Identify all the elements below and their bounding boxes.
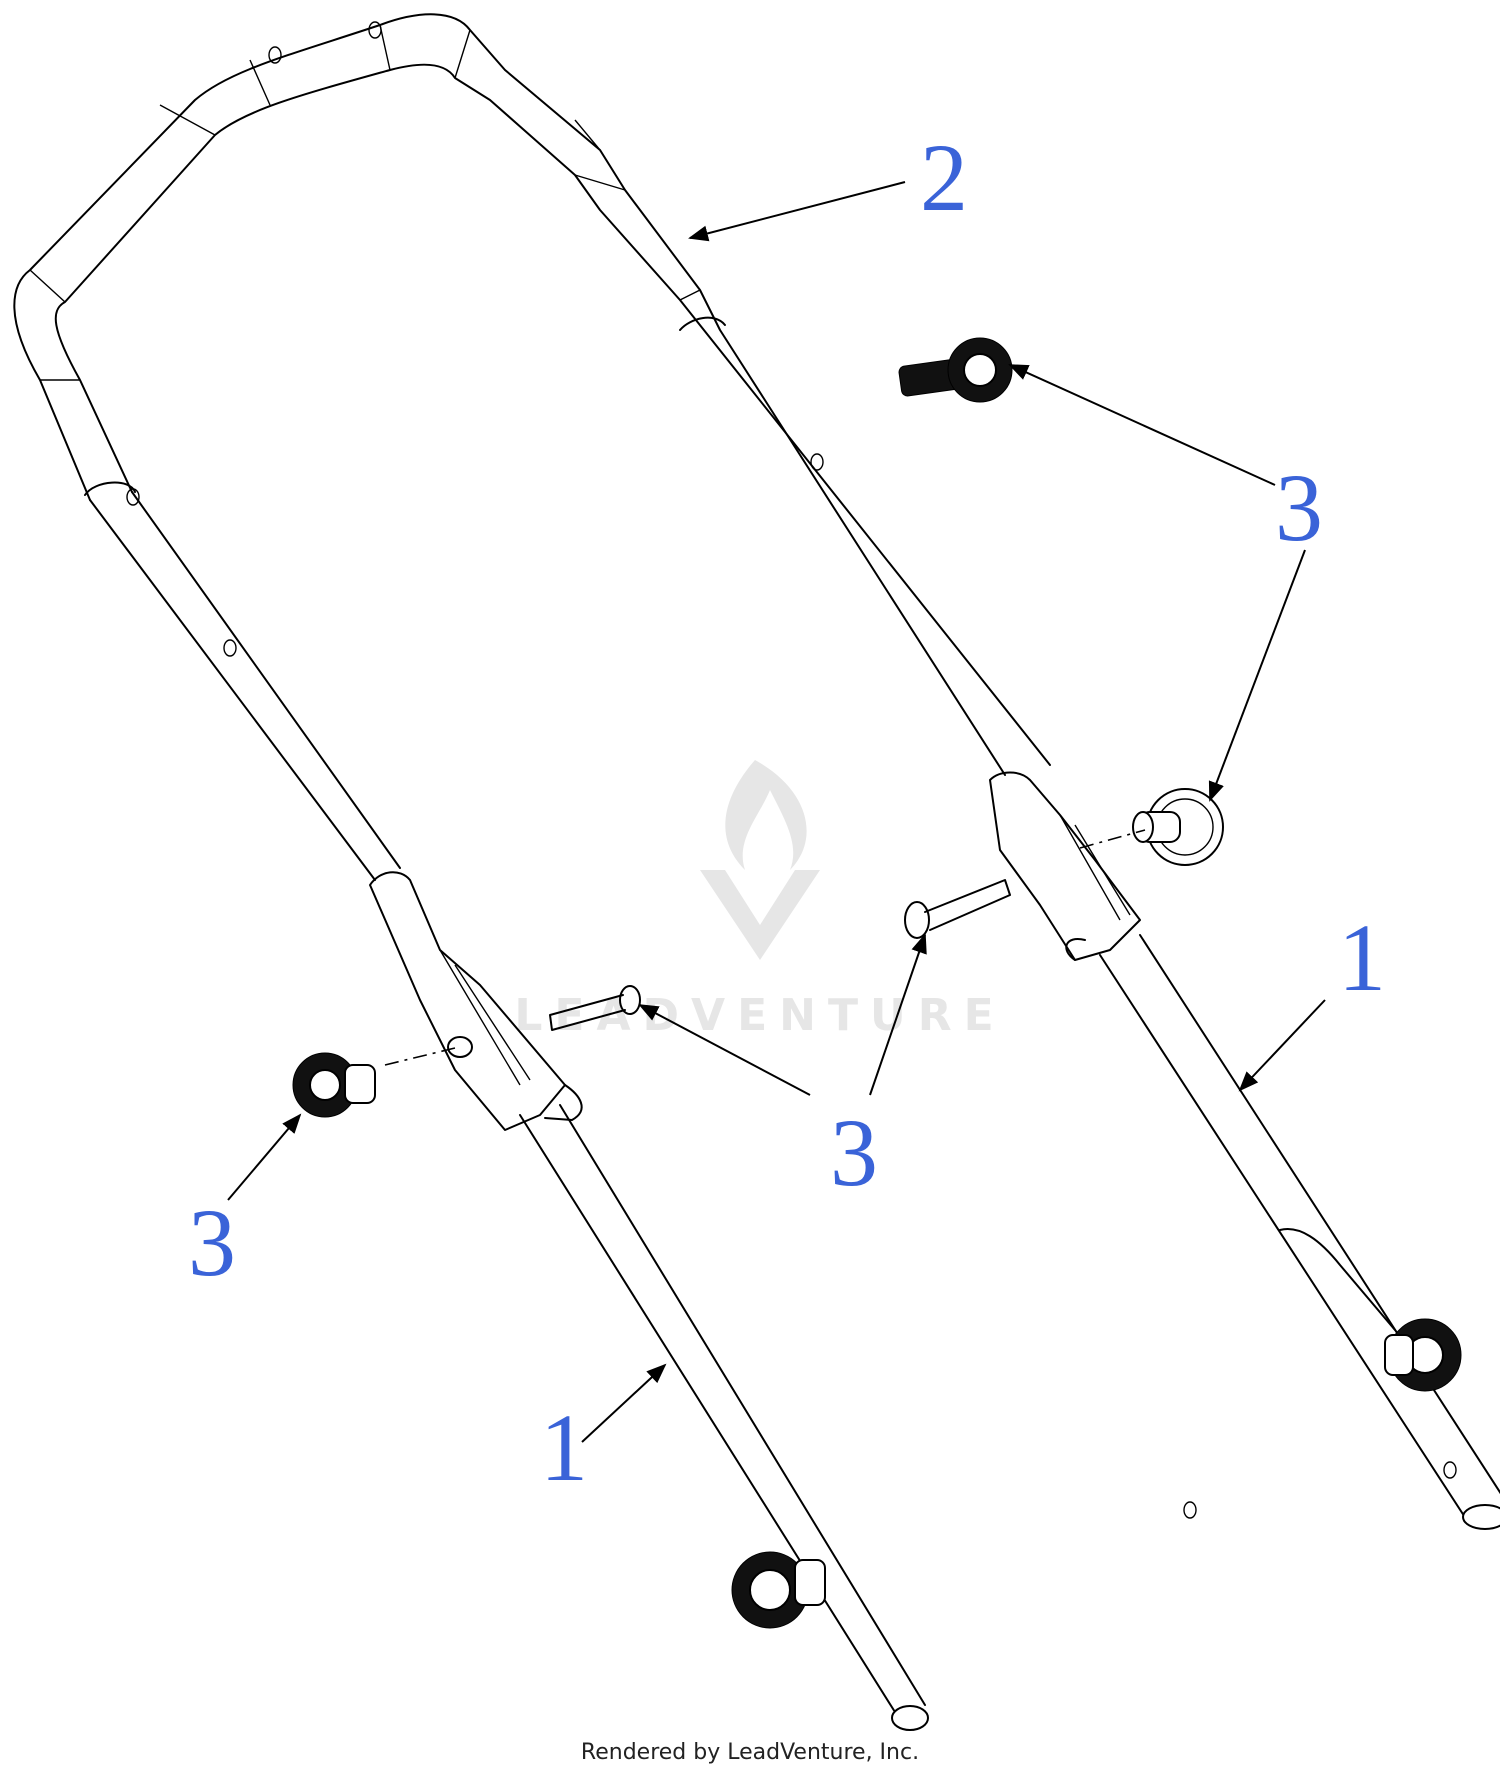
axis-line-right xyxy=(1079,829,1146,849)
knob-left xyxy=(292,1052,376,1118)
watermark-logo: LEADVENTURE xyxy=(514,760,1005,1041)
leader-1-left xyxy=(581,1363,667,1443)
callout-3-center: 3 xyxy=(830,1099,878,1206)
knob-top-right xyxy=(898,337,1013,403)
leader-3-left xyxy=(227,1113,302,1201)
watermark-text: LEADVENTURE xyxy=(514,990,1005,1041)
knob-bottom-right xyxy=(1384,1318,1462,1392)
callout-3-left: 3 xyxy=(188,1189,236,1296)
bolt-center xyxy=(549,985,641,1031)
footer-credit: Rendered by LeadVenture, Inc. xyxy=(580,1740,920,1765)
bolt-right xyxy=(904,879,1011,939)
upper-handle xyxy=(13,13,1051,881)
leader-3-to-bolt-right xyxy=(869,933,927,1096)
callout-1-right: 1 xyxy=(1338,904,1386,1011)
knob-bottom-left xyxy=(731,1551,826,1629)
leader-3-top xyxy=(1008,364,1276,486)
lower-handle-right xyxy=(989,771,1500,1530)
leader-1-right xyxy=(1238,999,1326,1092)
callout-1-left: 1 xyxy=(540,1394,588,1501)
axis-line-left xyxy=(384,1047,456,1066)
leader-3-right-knob xyxy=(1208,549,1306,802)
leader-2 xyxy=(688,181,906,242)
leader-3-to-bolt-center xyxy=(638,1004,811,1096)
lower-handle-left xyxy=(369,871,929,1731)
knob-right xyxy=(1132,788,1224,866)
callout-3-top-right: 3 xyxy=(1275,454,1323,561)
callout-2: 2 xyxy=(920,124,968,231)
